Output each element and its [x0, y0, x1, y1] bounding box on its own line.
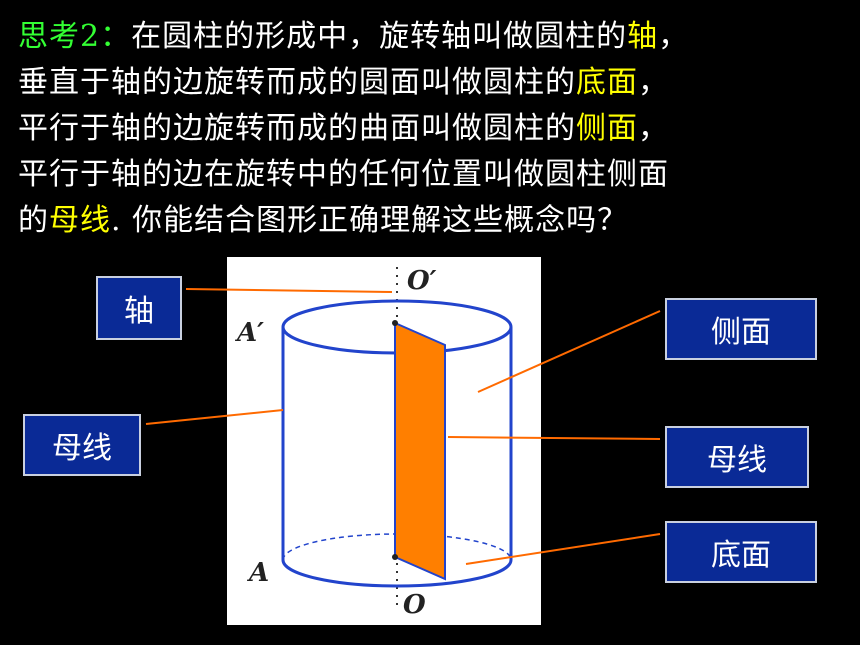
question-line-2: 垂直于轴的边旋转而成的圆面叫做圆柱的底面， [18, 60, 848, 106]
rotating-rectangle [394, 321, 446, 581]
line1-end: ， [658, 19, 690, 54]
label-o-prime: O′ [407, 266, 437, 296]
bottom-center-dot [392, 554, 398, 560]
line3-end: ， [638, 111, 669, 146]
top-center-dot [392, 320, 398, 326]
term-generatrix: 母线 [49, 203, 111, 238]
line5-end: . 你能结合图形正确理解这些概念吗？ [111, 203, 629, 238]
line5-text: 的 [18, 203, 49, 238]
question-line-1: 思考2：在圆柱的形成中，旋转轴叫做圆柱的轴， [18, 14, 848, 60]
label-lateral: 侧面 [665, 298, 817, 360]
question-text: 思考2：在圆柱的形成中，旋转轴叫做圆柱的轴， 垂直于轴的边旋转而成的圆面叫做圆柱… [18, 14, 848, 244]
label-o: O [403, 590, 426, 620]
question-prefix: 思考2： [18, 19, 132, 54]
term-axis: 轴 [627, 19, 659, 54]
label-a: A [246, 558, 269, 588]
line1-text: 在圆柱的形成中，旋转轴叫做圆柱的 [131, 19, 628, 54]
label-base: 底面 [665, 521, 817, 583]
label-a-prime: A′ [234, 318, 264, 348]
line2-end: ， [638, 65, 669, 100]
term-base: 底面 [576, 65, 638, 100]
question-line-4: 平行于轴的边在旋转中的任何位置叫做圆柱侧面 [18, 157, 669, 192]
question-line-5: 的母线. 你能结合图形正确理解这些概念吗？ [18, 198, 848, 244]
label-generatrix-left: 母线 [23, 414, 141, 476]
cylinder-diagram: O′ A′ A O [234, 266, 513, 620]
line3-text: 平行于轴的边旋转而成的曲面叫做圆柱的 [18, 111, 576, 146]
label-axis: 轴 [96, 276, 182, 340]
bottom-ellipse-front [281, 559, 513, 588]
label-generatrix-right: 母线 [665, 426, 809, 488]
term-lateral: 侧面 [576, 111, 638, 146]
question-line-3: 平行于轴的边旋转而成的曲面叫做圆柱的侧面， [18, 106, 848, 152]
line2-text: 垂直于轴的边旋转而成的圆面叫做圆柱的 [18, 65, 576, 100]
cylinder-figure: O′ A′ A O [227, 257, 541, 625]
